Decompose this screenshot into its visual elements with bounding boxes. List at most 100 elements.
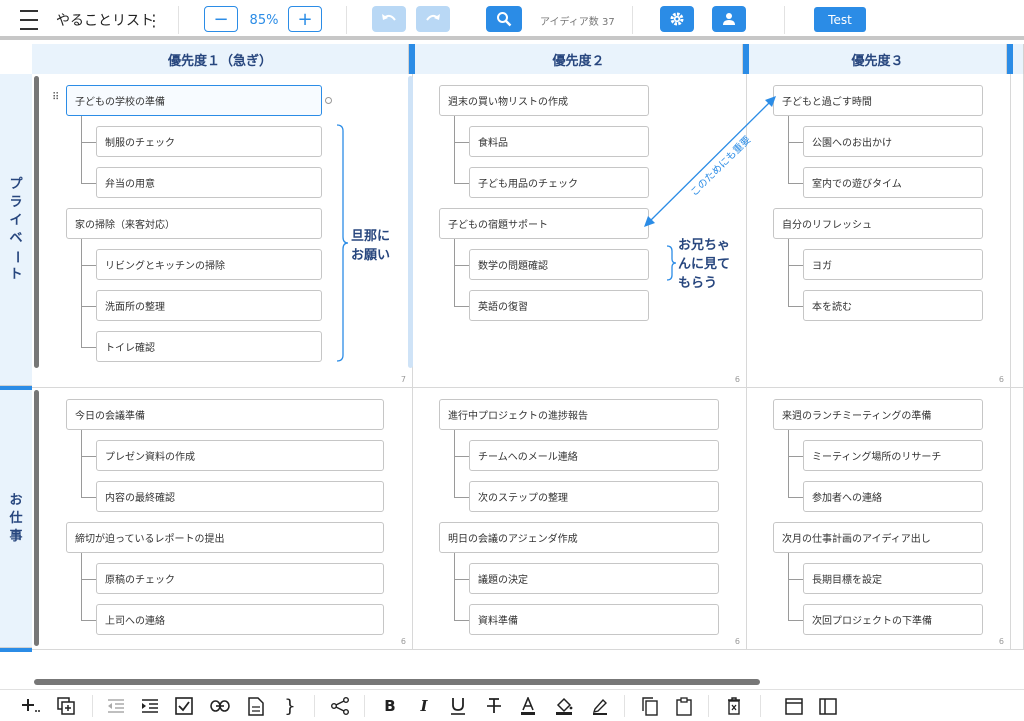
idea-node-child[interactable]: 長期目標を設定 — [803, 563, 983, 594]
bracket-icon[interactable]: } — [284, 695, 296, 717]
idea-node-child[interactable]: 内容の最終確認 — [96, 481, 384, 512]
account-button[interactable] — [712, 6, 746, 32]
idea-node[interactable]: 進行中プロジェクトの進捗報告 — [439, 399, 719, 430]
idea-node[interactable]: 子どもの学校の準備 — [66, 85, 322, 116]
outdent-icon[interactable] — [104, 694, 128, 718]
settings-button[interactable] — [660, 6, 694, 32]
undo-button[interactable] — [372, 6, 406, 32]
column-resize-handle[interactable] — [409, 44, 415, 74]
idea-node-child[interactable]: 参加者への連絡 — [803, 481, 983, 512]
idea-node-child[interactable]: 制服のチェック — [96, 126, 322, 157]
idea-node-child[interactable]: 資料準備 — [469, 604, 719, 635]
zoom-level: 85% — [249, 12, 279, 28]
bracket-annotation[interactable] — [336, 124, 350, 362]
text-color-icon[interactable] — [516, 694, 540, 718]
italic-icon[interactable]: I — [420, 697, 428, 715]
bracket-annotation[interactable] — [666, 245, 678, 281]
copy-icon[interactable] — [638, 694, 662, 718]
note-husband[interactable]: 旦那にお願い — [351, 229, 391, 263]
column-header-priority-3[interactable]: 優先度３ — [749, 44, 1007, 74]
idea-node-child[interactable]: 食料品 — [469, 126, 649, 157]
pen-icon[interactable] — [588, 694, 612, 718]
idea-node[interactable]: 明日の会議のアジェンダ作成 — [439, 522, 719, 553]
idea-node-child[interactable]: 公園へのお出かけ — [803, 126, 983, 157]
cell-idea-count: 6 — [734, 637, 740, 646]
vertical-scrollbar[interactable] — [34, 76, 39, 368]
add-child-icon[interactable] — [54, 694, 78, 718]
cell-private-next — [1011, 74, 1024, 388]
row-resize-handle[interactable] — [0, 648, 32, 652]
idea-node-child[interactable]: リビングとキッチンの掃除 — [96, 249, 322, 280]
row-resize-handle[interactable] — [0, 386, 32, 390]
vertical-scrollbar-secondary[interactable] — [408, 76, 413, 368]
hamburger-menu-icon[interactable] — [18, 10, 40, 30]
row-header-private[interactable] — [0, 74, 32, 386]
idea-node[interactable]: 自分のリフレッシュ — [773, 208, 983, 239]
add-idea-icon[interactable] — [20, 694, 44, 718]
idea-node-child[interactable]: ヨガ — [803, 249, 983, 280]
horizontal-scrollbar[interactable] — [34, 679, 760, 685]
vertical-scrollbar[interactable] — [34, 390, 39, 646]
idea-node-child[interactable]: 議題の決定 — [469, 563, 719, 594]
idea-node[interactable]: 今日の会議準備 — [66, 399, 384, 430]
window-icon[interactable] — [782, 694, 806, 718]
idea-node-child[interactable]: 次のステップの整理 — [469, 481, 719, 512]
idea-node-child[interactable]: プレゼン資料の作成 — [96, 440, 384, 471]
delete-icon[interactable] — [722, 694, 746, 718]
grid-corner — [0, 44, 32, 74]
checkbox-icon[interactable] — [172, 694, 196, 718]
idea-node-child[interactable]: 英語の復習 — [469, 290, 649, 321]
idea-node-child[interactable]: 洗面所の整理 — [96, 290, 322, 321]
underline-icon[interactable] — [446, 694, 470, 718]
idea-node[interactable]: 家の掃除（来客対応） — [66, 208, 322, 239]
idea-node-child[interactable]: ミーティング場所のリサーチ — [803, 440, 983, 471]
idea-node-child[interactable]: トイレ確認 — [96, 331, 322, 362]
fill-color-icon[interactable] — [552, 694, 576, 718]
redo-icon — [426, 14, 440, 21]
idea-node[interactable]: 子どもの宿題サポート — [439, 208, 649, 239]
connect-icon[interactable] — [328, 694, 352, 718]
link-icon[interactable] — [208, 694, 232, 718]
zoom-out-button[interactable]: − — [204, 6, 238, 32]
idea-node-child[interactable]: 子ども用品のチェック — [469, 167, 649, 198]
idea-count: アイディア数 37 — [540, 16, 615, 28]
sidebar-icon[interactable] — [816, 694, 840, 718]
drag-handle-icon[interactable]: ⠿ — [52, 92, 59, 103]
search-button[interactable] — [486, 6, 522, 32]
column-header-priority-2[interactable]: 優先度２ — [415, 44, 743, 74]
connection-arrow[interactable] — [640, 90, 790, 230]
document-icon[interactable] — [244, 694, 268, 718]
node-connect-handle[interactable] — [325, 97, 332, 104]
row-header-work[interactable] — [0, 390, 32, 648]
row-label-work: お仕事 — [9, 493, 23, 544]
bottom-toolbar: } B I — [0, 689, 1024, 721]
zoom-in-button[interactable]: + — [288, 6, 322, 32]
idea-node[interactable]: 締切が迫っているレポートの提出 — [66, 522, 384, 553]
strikethrough-icon[interactable] — [482, 694, 506, 718]
more-options-icon[interactable]: ⋮ — [146, 10, 162, 30]
note-big-brother[interactable]: お兄ちゃんに見てもらう — [678, 238, 731, 291]
column-resize-handle[interactable] — [1007, 44, 1013, 74]
indent-icon[interactable] — [138, 694, 162, 718]
column-resize-handle[interactable] — [743, 44, 749, 74]
column-header-next — [1013, 44, 1024, 74]
idea-node-child[interactable]: 原稿のチェック — [96, 563, 384, 594]
bold-icon[interactable]: B — [384, 697, 396, 715]
redo-button[interactable] — [416, 6, 450, 32]
idea-node[interactable]: 子どもと過ごす時間 — [773, 85, 983, 116]
idea-node-child[interactable]: 室内での遊びタイム — [803, 167, 983, 198]
idea-node-child[interactable]: チームへのメール連絡 — [469, 440, 719, 471]
idea-node-child[interactable]: 弁当の用意 — [96, 167, 322, 198]
test-button[interactable]: Test — [814, 7, 866, 32]
idea-node-child[interactable]: 数学の問題確認 — [469, 249, 649, 280]
idea-node-child[interactable]: 本を読む — [803, 290, 983, 321]
idea-node[interactable]: 次月の仕事計画のアイディア出し — [773, 522, 983, 553]
paste-icon[interactable] — [672, 694, 696, 718]
row-label-private: プライ ベート — [9, 177, 24, 282]
idea-node[interactable]: 来週のランチミーティングの準備 — [773, 399, 983, 430]
column-header-priority-1[interactable]: 優先度１（急ぎ） — [32, 44, 409, 74]
gear-icon — [670, 12, 684, 26]
idea-node-child[interactable]: 次回プロジェクトの下準備 — [803, 604, 983, 635]
idea-node-child[interactable]: 上司への連絡 — [96, 604, 384, 635]
idea-node[interactable]: 週末の買い物リストの作成 — [439, 85, 649, 116]
